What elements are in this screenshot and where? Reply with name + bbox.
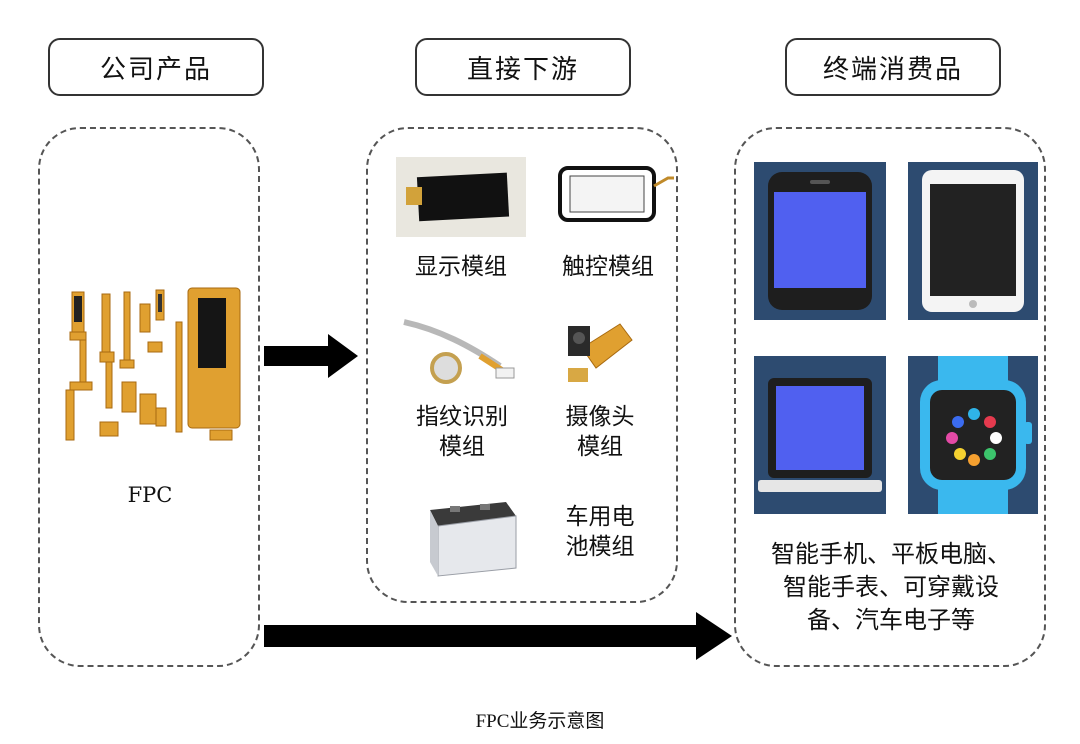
figure-caption: FPC业务示意图 <box>475 711 605 732</box>
car-battery-module-image <box>430 502 517 577</box>
laptop-icon <box>758 378 882 492</box>
consumer-panel <box>734 127 1046 667</box>
consumer-products-description: 智能手机、平板电脑、 智能手表、可穿戴设 备、汽车电子等 <box>771 540 1011 634</box>
arrow-to-consumer <box>264 612 732 660</box>
arrow-to-downstream <box>264 334 358 378</box>
fingerprint-module-label: 指纹识别 模组 <box>416 404 508 460</box>
car-battery-module-label: 车用电 池模组 <box>565 504 635 560</box>
downstream-panel <box>366 127 678 603</box>
fingerprint-module-image <box>403 319 515 384</box>
touch-module-label: 触控模组 <box>562 254 654 280</box>
camera-module-image <box>568 323 633 382</box>
display-module-image <box>396 157 526 237</box>
smartwatch-icon <box>920 356 1032 514</box>
fpc-products-image <box>65 287 241 441</box>
header-company-products: 公司产品 <box>48 38 264 96</box>
camera-module-label: 摄像头 模组 <box>565 404 635 460</box>
company-products-panel <box>38 127 260 667</box>
header-direct-downstream: 直接下游 <box>415 38 631 96</box>
smartphone-icon <box>768 172 872 310</box>
fpc-label: FPC <box>127 483 173 507</box>
touch-module-image <box>558 166 674 222</box>
display-module-label: 显示模组 <box>415 254 507 280</box>
header-end-consumer: 终端消费品 <box>785 38 1001 96</box>
tablet-icon <box>922 170 1024 312</box>
